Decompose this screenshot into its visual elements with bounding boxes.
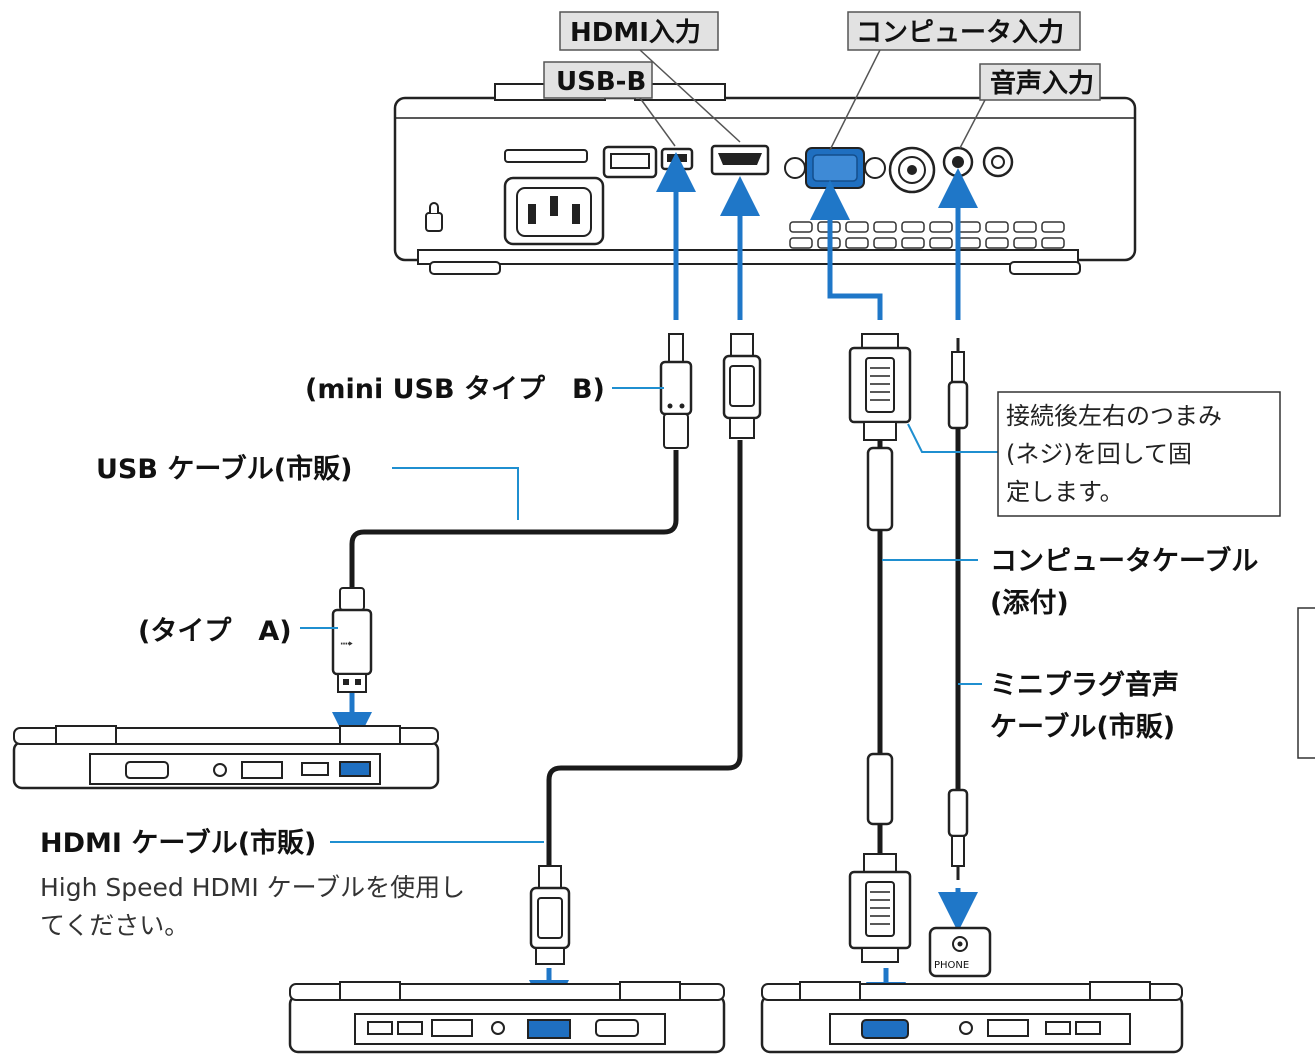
svg-text:PHONE: PHONE <box>934 960 969 971</box>
svg-text:コンピュータ入力: コンピュータ入力 <box>856 18 1064 48</box>
svg-text:HDMI入力: HDMI入力 <box>570 18 701 48</box>
label-computer-in: コンピュータ入力 <box>829 11 1081 151</box>
lock-icon <box>425 202 443 232</box>
ac-inlet <box>503 176 605 246</box>
mini-plug-label: ミニプラグ音声 <box>990 669 1179 701</box>
svg-text:⭬: ⭬ <box>340 634 354 655</box>
label-usb-b: USB-B <box>543 61 676 147</box>
mini-plug-audio-cable <box>947 338 969 880</box>
screw-note-line3: 定します。 <box>1006 478 1124 506</box>
laptop-usb <box>12 725 440 790</box>
hdmi-cable-label: HDMI ケーブル(市販) <box>40 827 316 859</box>
screw-note-line2: (ネジ)を回して固 <box>1006 440 1192 468</box>
page-edge-tab <box>1297 607 1315 759</box>
computer-cable <box>848 333 912 963</box>
type-a-label: (タイプ A) <box>138 616 292 647</box>
label-hdmi-in: HDMI入力 <box>559 11 741 143</box>
screw-note-line1: 接続後左右のつまみ <box>1006 402 1222 430</box>
computer-cable-label: コンピュータケーブル <box>990 545 1258 577</box>
usb-cable-label: USB ケーブル(市販) <box>96 453 352 485</box>
svg-text:音声入力: 音声入力 <box>990 68 1094 99</box>
audio-in-jack <box>942 146 974 178</box>
hdmi-note-line2: てください。 <box>40 911 189 940</box>
screw-note: 接続後左右のつまみ (ネジ)を回して固 定します。 <box>997 391 1281 517</box>
leader-lines <box>300 387 1000 843</box>
phone-jack: PHONE <box>928 926 992 978</box>
computer-cable-sublabel: (添付) <box>990 588 1069 619</box>
svg-text:USB-B: USB-B <box>556 67 646 97</box>
usb-b-port <box>660 147 694 171</box>
hdmi-port <box>710 144 770 176</box>
usb-cable: ⭬ <box>331 333 693 693</box>
laptop-hdmi <box>288 981 726 1054</box>
hdmi-note-line1: High Speed HDMI ケーブルを使用し <box>40 873 465 902</box>
usb-a-port <box>602 145 658 179</box>
hdmi-cable <box>529 333 762 965</box>
av-jack <box>888 146 936 194</box>
vga-port <box>784 147 886 189</box>
audio-out-jack <box>982 146 1014 178</box>
projector <box>393 83 1137 275</box>
label-audio-in: 音声入力 <box>959 63 1101 149</box>
mini-plug-sublabel: ケーブル(市販) <box>990 711 1175 743</box>
laptop-vga <box>760 981 1184 1054</box>
card-slot <box>504 149 588 163</box>
mini-usb-label: (mini USB タイプ B) <box>305 374 605 405</box>
